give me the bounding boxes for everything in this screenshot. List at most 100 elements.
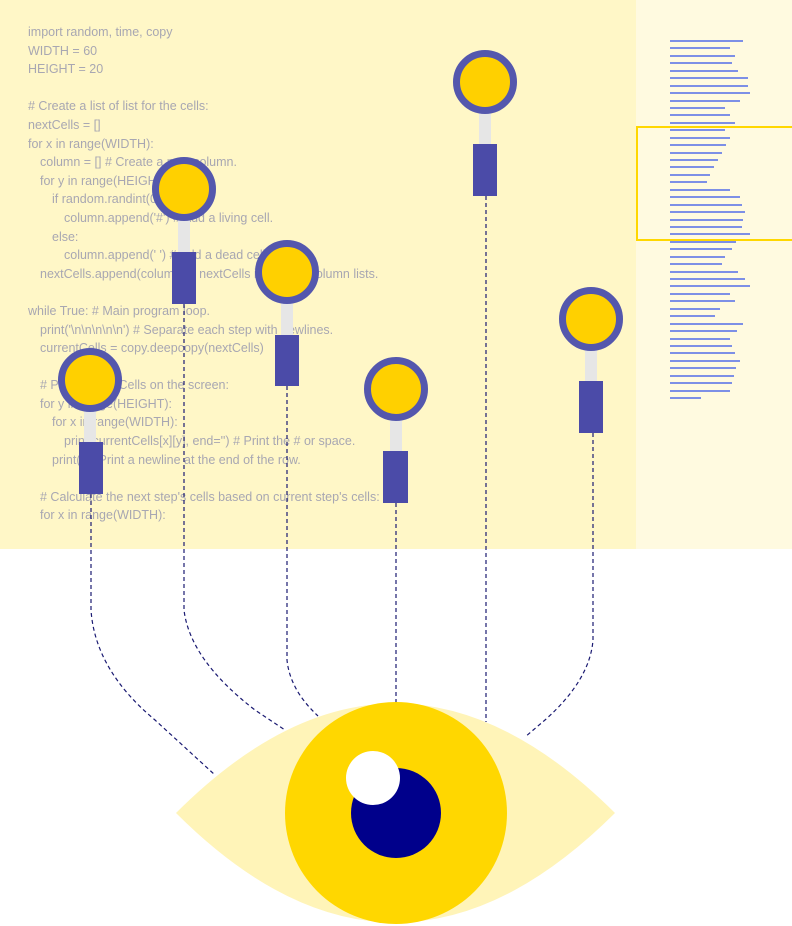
minimap-line [670, 352, 735, 355]
minimap-line [670, 285, 750, 288]
minimap-line [670, 129, 725, 132]
marker-bar [383, 451, 408, 503]
connector-line [90, 494, 216, 776]
minimap-line [670, 121, 735, 124]
minimap-line [670, 114, 730, 117]
connector-line [183, 304, 286, 731]
code-line: WIDTH = 60 [28, 43, 98, 58]
minimap-line [670, 240, 736, 243]
eye-highlight [346, 751, 400, 805]
minimap-line [670, 330, 737, 333]
minimap-line [670, 62, 732, 65]
marker-stem [178, 209, 190, 262]
marker-lens [559, 287, 623, 351]
minimap-line [670, 159, 718, 161]
eye [90, 196, 615, 924]
markers [58, 50, 623, 503]
marker-stem [585, 339, 597, 391]
minimap-line [670, 69, 738, 72]
minimap-line [670, 84, 748, 87]
marker-bar [473, 144, 497, 196]
code-line: import random, time, copy [28, 25, 173, 39]
minimap-line [670, 136, 730, 139]
code-line: HEIGHT = 20 [28, 62, 104, 77]
code-line: for y in range(HEIGHT): [40, 173, 172, 188]
inspection-marker [559, 287, 623, 433]
minimap-line [670, 40, 743, 42]
connectors [90, 196, 594, 776]
code-line: # Create a list of list for the cells: [28, 99, 209, 114]
marker-stem [84, 400, 96, 452]
minimap-line [670, 181, 707, 184]
minimap-line [670, 292, 730, 295]
minimap-line [670, 151, 722, 154]
marker-bar [172, 252, 196, 304]
inspection-marker [453, 50, 517, 196]
inspection-marker [255, 240, 319, 386]
minimap-line [670, 397, 701, 399]
minimap-line [670, 211, 745, 214]
minimap-line [670, 203, 742, 206]
marker-bar [275, 335, 299, 386]
minimap-line [670, 188, 730, 191]
inspection-marker [58, 348, 122, 494]
code-line: else: [52, 229, 79, 244]
marker-lens [58, 348, 122, 412]
minimap-line [670, 99, 740, 102]
code-line: while True: # Main program loop. [28, 303, 211, 318]
minimap-line [670, 225, 742, 228]
minimap-line [670, 382, 732, 385]
code-line: for x in range(WIDTH): [40, 508, 166, 523]
minimap-line [670, 344, 732, 347]
minimap-lines [670, 40, 750, 404]
minimap-line [670, 359, 740, 362]
marker-lens [152, 157, 216, 221]
minimap-line [670, 248, 732, 251]
minimap-line [670, 367, 736, 370]
connector-line [524, 433, 594, 738]
marker-lens [364, 357, 428, 421]
code-line: # Calculate the next step's cells based … [40, 489, 380, 504]
code-line: nextCells = [] [28, 117, 101, 132]
minimap-line [670, 322, 743, 325]
minimap-viewport[interactable] [636, 126, 792, 241]
marker-lens [453, 50, 517, 114]
marker-bar [79, 442, 103, 494]
minimap-line [670, 374, 734, 377]
inspection-marker [152, 157, 216, 304]
minimap-line [670, 337, 730, 340]
marker-stem [479, 102, 491, 154]
minimap-line [670, 233, 750, 236]
minimap-panel [636, 0, 792, 549]
minimap-line [670, 255, 725, 258]
marker-stem [390, 409, 402, 461]
minimap-line [670, 389, 730, 392]
minimap-line [670, 218, 743, 221]
minimap-line [670, 106, 725, 109]
minimap-line [670, 278, 745, 280]
minimap-line [670, 315, 715, 318]
marker-bar [579, 381, 603, 433]
connector-line [286, 386, 319, 717]
code-line: print() # Print a newline at the end of … [52, 452, 301, 467]
minimap-line [670, 144, 726, 147]
marker-stem [281, 292, 293, 345]
minimap-line [670, 300, 735, 303]
minimap-line [670, 196, 740, 199]
inspection-marker [364, 357, 428, 503]
marker-lens [255, 240, 319, 304]
code-line: for x in range(WIDTH): [28, 136, 154, 151]
minimap-line [670, 307, 720, 310]
minimap-line [670, 77, 748, 80]
minimap-line [670, 92, 750, 95]
minimap-line [670, 54, 735, 57]
minimap-line [670, 263, 722, 266]
code-line: print('\n\n\n\n\n') # Separate each step… [40, 322, 334, 337]
minimap-line [670, 173, 710, 176]
minimap-line [670, 166, 714, 169]
minimap-line [670, 47, 730, 50]
minimap-line [670, 270, 738, 273]
